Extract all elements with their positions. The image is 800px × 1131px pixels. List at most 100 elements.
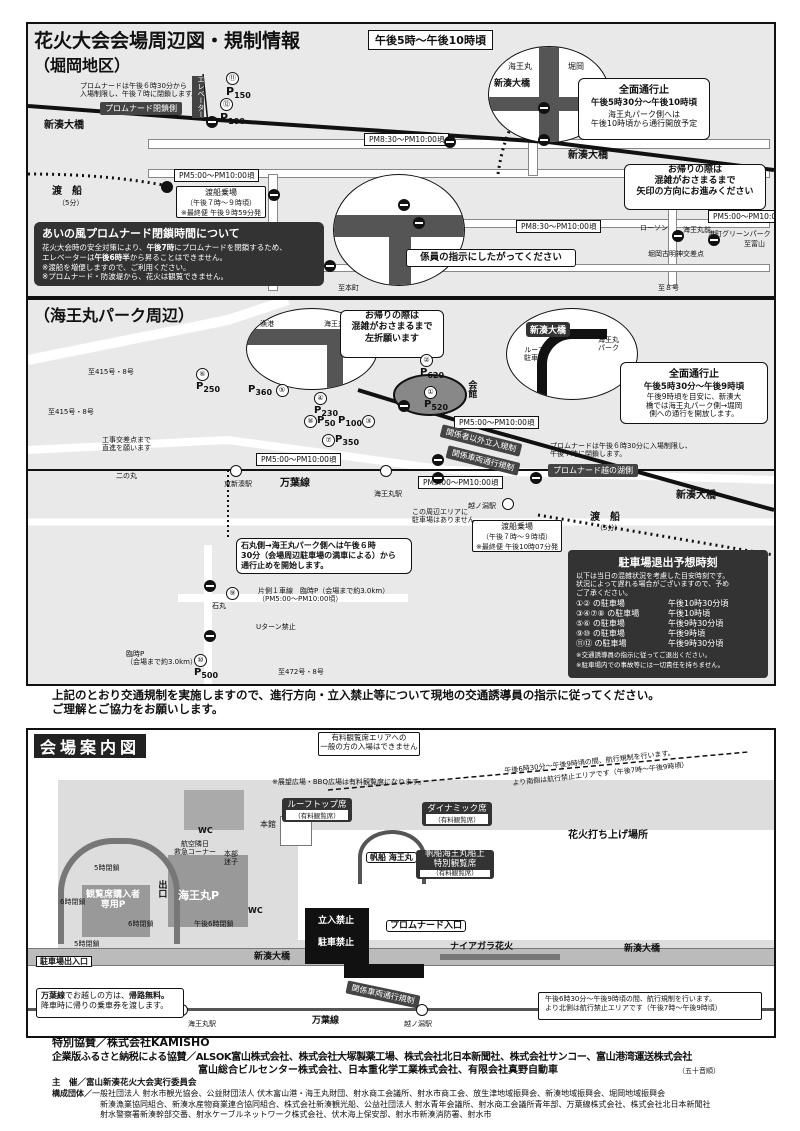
- no-entry-icon: [708, 234, 720, 246]
- uturn-label: Uターン禁止: [256, 623, 296, 631]
- inset-label-kaiomaru: 海王丸: [324, 320, 345, 328]
- temporary-parking-label: 臨時P （会場まで約3.0km）: [126, 650, 198, 667]
- etsunogata-station-label: 越ノ潟駅: [404, 1020, 432, 1028]
- closure-time: 5時閉鎖: [94, 864, 120, 872]
- no-parking-label: 駐車禁止: [318, 938, 355, 948]
- elevator-label: エレベーター: [192, 76, 205, 118]
- venue-title: 会場案内図: [34, 734, 147, 758]
- straight-note: 工事交差点まで 直進を願います: [102, 436, 151, 453]
- to-honmachi-label: 至本町: [338, 284, 359, 292]
- exit-lots: ①② の駐車場: [576, 599, 625, 609]
- time-regulation: PM8:30～PM10:00頃: [364, 133, 450, 146]
- horioka-label: 堀岡: [568, 62, 584, 71]
- green-park-label: 港町グリーンパーク: [708, 230, 771, 238]
- station-icon: [416, 1004, 428, 1016]
- route472-label: 至472号・8号: [278, 668, 324, 676]
- closure-time: 5時閉鎖: [74, 940, 100, 948]
- no-entry-icon: [432, 472, 444, 484]
- closure-time: 6時閉鎖: [60, 898, 86, 906]
- horioka-closure-box: 全面通行止 午後5時30分～午後10時頃 海王丸パーク側へは 午後10時頃から通…: [578, 78, 710, 140]
- bridge-label: 新湊大橋: [568, 150, 608, 161]
- return-note: お帰りの際は 混雑がおさまるまで 矢印の方向にお進みください: [624, 164, 766, 210]
- station-icon: [502, 498, 514, 510]
- left-turn-note: お帰りの際は 混雑がおさまるまで 左折願います: [340, 310, 444, 358]
- paid-area-note: 有料観覧席エリアへの 一般の方の入場はできません: [318, 732, 420, 756]
- exit-time-box: 駐車場退出予想時刻 以下は当日の混雑状況を考慮した目安時刻です。 状況によって遅…: [568, 550, 768, 678]
- exit-time: 午後9時30分頃: [668, 619, 724, 629]
- no-entry-icon: [432, 454, 444, 466]
- exit-lots: ⑪⑫ の駐車場: [576, 639, 627, 649]
- ishimaru-label: 石丸: [212, 602, 226, 610]
- no-entry-icon: [413, 217, 425, 229]
- exit-time: 午後10時30分頃: [668, 599, 729, 609]
- bridge-label: 新湊大橋: [44, 120, 84, 131]
- time-regulation: PM5:00～PM10:00頃: [256, 453, 342, 466]
- promenade-note: プロムナードは午後６時30分に入場制限し、 午後７時に閉鎖します。: [550, 442, 692, 459]
- wc-label: WC: [198, 826, 213, 835]
- etsunogata-station-label: 越ノ潟駅: [468, 502, 496, 510]
- ferry-label: 渡 船: [52, 186, 82, 197]
- stage-block: [305, 908, 369, 964]
- info-label: 本部 迷子: [224, 850, 238, 867]
- station-icon: [230, 465, 242, 477]
- parking-lot: [168, 855, 248, 927]
- no-entry-icon: [206, 116, 218, 128]
- kaikan-label: 会館: [466, 380, 477, 398]
- sea-boundary: [328, 751, 748, 791]
- rooftop-seat-label: ルーフトップ席 （有料観覧席）: [282, 798, 352, 822]
- credits: 特別協賛／株式会社KAMISHO 企業版ふるさと納税による協賛／ALSOK富山株…: [52, 1036, 720, 1120]
- time-regulation: PM5:00～PM10:00頃: [454, 416, 540, 429]
- road: [148, 139, 770, 149]
- higashi-station-label: 東新湊駅: [224, 480, 252, 488]
- onboard-seat-label: 帆船海王丸船上 特別観覧席 （有料観覧席）: [416, 849, 494, 879]
- kaiomaru-station-label: 海王丸駅: [188, 1020, 216, 1028]
- venue-map-panel: 会場案内図 有料観覧席エリアへの 一般の方の入場はできません ※展望広場・BBQ…: [26, 728, 776, 1038]
- station-icon: [380, 465, 392, 477]
- no-entry-icon: [444, 136, 456, 148]
- fireworks-launch-label: 花火打ち上げ場所: [568, 830, 648, 841]
- no-entry-icon: [672, 230, 684, 242]
- park-label: 海王丸 パーク: [598, 336, 619, 353]
- bbq-note: ※展望広場・BBQ広場は有料観覧席になります。: [272, 778, 426, 786]
- bridge-label: 新湊大橋: [254, 952, 291, 962]
- exit-time-row: ⑨⑩ の駐車場午後9時頃: [576, 629, 760, 639]
- horioka-intersection-label: 堀岡古明神交差点: [648, 250, 704, 258]
- exit-time: 午後10時頃: [668, 609, 711, 619]
- to-toyama-label: 至富山: [744, 240, 765, 248]
- exit-time-row: ①② の駐車場 午後10時30分頃: [576, 599, 760, 609]
- venue-building: [184, 790, 244, 830]
- no-entry-icon: [268, 189, 280, 201]
- route415-label: 至415号・8号: [88, 368, 134, 376]
- horioka-area: （堀岡地区）: [34, 56, 131, 75]
- no-entry-icon: [204, 630, 216, 642]
- manyo-line-label: 万葉線: [280, 478, 310, 489]
- lawson-label: ローソン: [640, 224, 668, 232]
- niagara-label: ナイアガラ花火: [450, 942, 514, 952]
- no-entry-icon: [324, 260, 336, 272]
- horioka-map-panel: 海王丸 堀岡 新湊大橋 花火大会会場周辺図・規制情報 午後5時～午後10時頃 （…: [26, 22, 776, 298]
- rail-restrict-tag: 関係車両通行規制: [345, 980, 421, 1009]
- no-entry-icon: [204, 580, 216, 592]
- time-regulation: PM5:00～PM10:00頃: [418, 476, 504, 489]
- roof-parking-label: ルーフ 駐車場: [524, 346, 545, 363]
- manyo-line-label: 万葉線: [312, 1016, 340, 1026]
- parking-5: P360 ⑤: [248, 384, 289, 397]
- wc-label: WC: [248, 906, 263, 915]
- to-route8-label: 至８号: [658, 284, 679, 292]
- park-closure-box: 全面通行止 午後5時30分～午後9時頃 午後9時頃を目安に、新湊大 橋では海王丸…: [620, 362, 768, 424]
- bridge-label: 新湊大橋: [676, 490, 716, 501]
- niagara-strip: [440, 954, 560, 960]
- dynamic-seat-label: ダイナミック席 （有料観覧席）: [422, 802, 492, 826]
- kaiomaru-ship-label: 帆船 海王丸: [366, 852, 417, 864]
- ninomaru-label: 二の丸: [116, 472, 137, 480]
- exit-label: 出口: [156, 880, 167, 898]
- route415-label: 至415号・8号: [48, 408, 94, 416]
- promenade-closed-tag: プロムナード閉鎖側: [100, 102, 182, 115]
- guide-note: 係員の指示にしたがってください: [406, 249, 576, 267]
- no-entry-label: 立入禁止: [318, 916, 355, 926]
- bridge-label: 新湊大橋: [624, 944, 661, 954]
